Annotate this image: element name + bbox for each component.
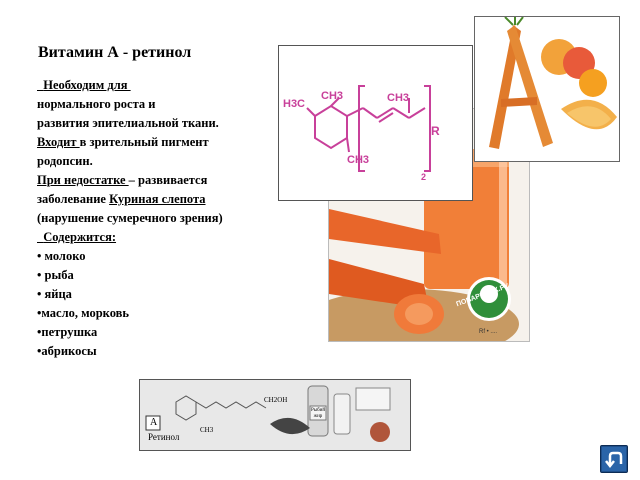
text-run: • рыба bbox=[37, 268, 74, 282]
text-run: развития эпителиальной ткани. bbox=[37, 116, 219, 130]
formula-ch3-bottom: CH3 bbox=[347, 154, 370, 166]
bottom-ch3: CH3 bbox=[200, 426, 214, 434]
letter-a-illustration bbox=[489, 17, 617, 149]
text-paragraph: •абрикосы bbox=[37, 344, 242, 359]
text-paragraph: • яйца bbox=[37, 287, 242, 302]
text-run: в зрительный пигмент bbox=[79, 135, 209, 149]
text-paragraph: (нарушение сумеречного зрения) bbox=[37, 211, 242, 226]
text-paragraph: При недостатке – развивается bbox=[37, 173, 242, 188]
formula-subscript: 2 bbox=[421, 172, 427, 182]
text-paragraph: Содержится: bbox=[37, 230, 242, 245]
bottom-label-a: А bbox=[150, 417, 158, 428]
return-arrow-icon bbox=[602, 447, 626, 471]
text-run: При недостатке bbox=[37, 173, 129, 187]
retinol-structural-formula: CH3 H3C CH3 CH3 R 2 bbox=[278, 45, 473, 201]
formula-drawing bbox=[306, 85, 431, 172]
bottom-bottle-label: Рыбий жир bbox=[310, 408, 326, 419]
photo-caption: Rf • .... bbox=[479, 329, 498, 335]
text-run: • молоко bbox=[37, 249, 86, 263]
slide-text-block: Необходим для нормального роста и развити… bbox=[37, 78, 242, 363]
slide-title: Витамин А - ретинол bbox=[38, 44, 192, 61]
text-run: родопсин. bbox=[37, 154, 93, 168]
text-run: заболевание bbox=[37, 192, 110, 206]
retinol-foods-image: А Ретинол CH2OH CH3 Рыбий жир bbox=[139, 379, 411, 451]
text-run: – развивается bbox=[128, 173, 208, 187]
text-run: нормального роста и bbox=[37, 97, 156, 111]
text-run: Входит bbox=[37, 135, 80, 149]
text-run: Содержится: bbox=[37, 230, 117, 244]
formula-ch3-left: CH3 bbox=[321, 90, 344, 102]
bottom-ch2oh: CH2OH bbox=[264, 396, 288, 404]
formula-ch3-right: CH3 bbox=[387, 92, 410, 104]
text-paragraph: Необходим для bbox=[37, 78, 242, 93]
text-paragraph: • молоко bbox=[37, 249, 242, 264]
text-run: •масло, морковь bbox=[37, 306, 130, 320]
text-run: Необходим для bbox=[37, 78, 131, 92]
text-paragraph: нормального роста и bbox=[37, 97, 242, 112]
retinol-foods-illustration bbox=[145, 385, 391, 442]
formula-h3c: H3C bbox=[283, 98, 306, 110]
formula-r: R bbox=[431, 124, 440, 138]
text-paragraph: Входит в зрительный пигмент bbox=[37, 135, 242, 150]
bottom-label-name: Ретинол bbox=[148, 432, 180, 442]
text-run: •петрушка bbox=[37, 325, 98, 339]
text-paragraph: •масло, морковь bbox=[37, 306, 242, 321]
text-run: (нарушение сумеречного зрения) bbox=[37, 211, 223, 225]
text-run: Куриная слепота bbox=[109, 192, 206, 206]
text-paragraph: развития эпителиальной ткани. bbox=[37, 116, 242, 131]
text-paragraph: заболевание Куриная слепота bbox=[37, 192, 242, 207]
text-run: •абрикосы bbox=[37, 344, 97, 358]
text-paragraph: родопсин. bbox=[37, 154, 242, 169]
text-paragraph: •петрушка bbox=[37, 325, 242, 340]
return-button[interactable] bbox=[600, 445, 628, 473]
text-paragraph: • рыба bbox=[37, 268, 242, 283]
text-run: • яйца bbox=[37, 287, 72, 301]
letter-a-fruit-image bbox=[474, 16, 620, 162]
